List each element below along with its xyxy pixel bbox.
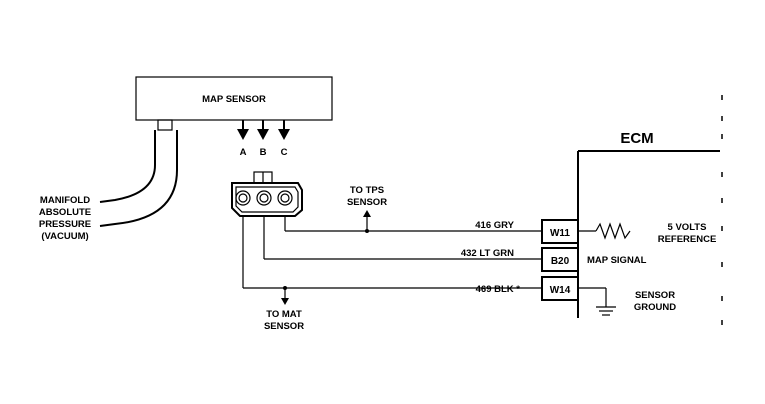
svg-text:REFERENCE: REFERENCE xyxy=(658,234,717,245)
wire-469-blk xyxy=(242,216,542,305)
pin-a-label: A xyxy=(240,147,247,158)
map-sensor-box xyxy=(135,76,333,121)
manifold-pressure-label: MANIFOLD ABSOLUTE PRESSURE (VACUUM) xyxy=(39,195,91,242)
ecm-pin-b20: B20 xyxy=(541,247,579,272)
pin-arrows xyxy=(237,120,290,140)
svg-text:W14: W14 xyxy=(550,285,571,296)
svg-text:SENSOR: SENSOR xyxy=(264,321,304,332)
sensor-connector xyxy=(231,171,303,217)
five-volts-reference-label: 5 VOLTS REFERENCE xyxy=(658,222,717,245)
reference-resistor xyxy=(578,222,631,240)
to-mat-sensor-label: TO MAT SENSOR xyxy=(264,309,304,332)
pin-c-label: C xyxy=(281,147,288,158)
svg-text:ABSOLUTE: ABSOLUTE xyxy=(39,207,91,218)
ground-symbol xyxy=(578,287,616,316)
svg-text:B20: B20 xyxy=(551,256,570,267)
map-sensor-label: MAP SENSOR xyxy=(202,94,266,105)
svg-text:MANIFOLD: MANIFOLD xyxy=(40,195,90,206)
svg-text:TO MAT: TO MAT xyxy=(266,309,302,320)
vacuum-hose xyxy=(99,119,178,227)
wire-label-469-blk: 469 BLK * xyxy=(476,284,521,295)
svg-text:SENSOR: SENSOR xyxy=(635,290,675,301)
svg-text:GROUND: GROUND xyxy=(634,302,676,313)
svg-text:(VACUUM): (VACUUM) xyxy=(41,231,88,242)
svg-text:PRESSURE: PRESSURE xyxy=(39,219,91,230)
ecm-pin-w14: W14 xyxy=(541,276,579,301)
svg-text:W11: W11 xyxy=(550,228,570,239)
sensor-ground-label: SENSOR GROUND xyxy=(634,290,676,313)
ecm-pin-w11: W11 xyxy=(541,219,579,244)
svg-text:TO TPS: TO TPS xyxy=(350,185,384,196)
map-signal-label: MAP SIGNAL xyxy=(587,255,647,266)
wire-416-gry xyxy=(284,210,542,233)
wire-432-lt-grn xyxy=(263,216,542,260)
to-tps-sensor-label: TO TPS SENSOR xyxy=(347,185,387,208)
pin-b-label: B xyxy=(260,147,267,158)
svg-text:SENSOR: SENSOR xyxy=(347,197,387,208)
wire-label-432-lt-grn: 432 LT GRN xyxy=(461,248,514,259)
wire-label-416-gry: 416 GRY xyxy=(475,220,514,231)
ecm-title: ECM xyxy=(620,130,653,147)
svg-text:5 VOLTS: 5 VOLTS xyxy=(668,222,707,233)
